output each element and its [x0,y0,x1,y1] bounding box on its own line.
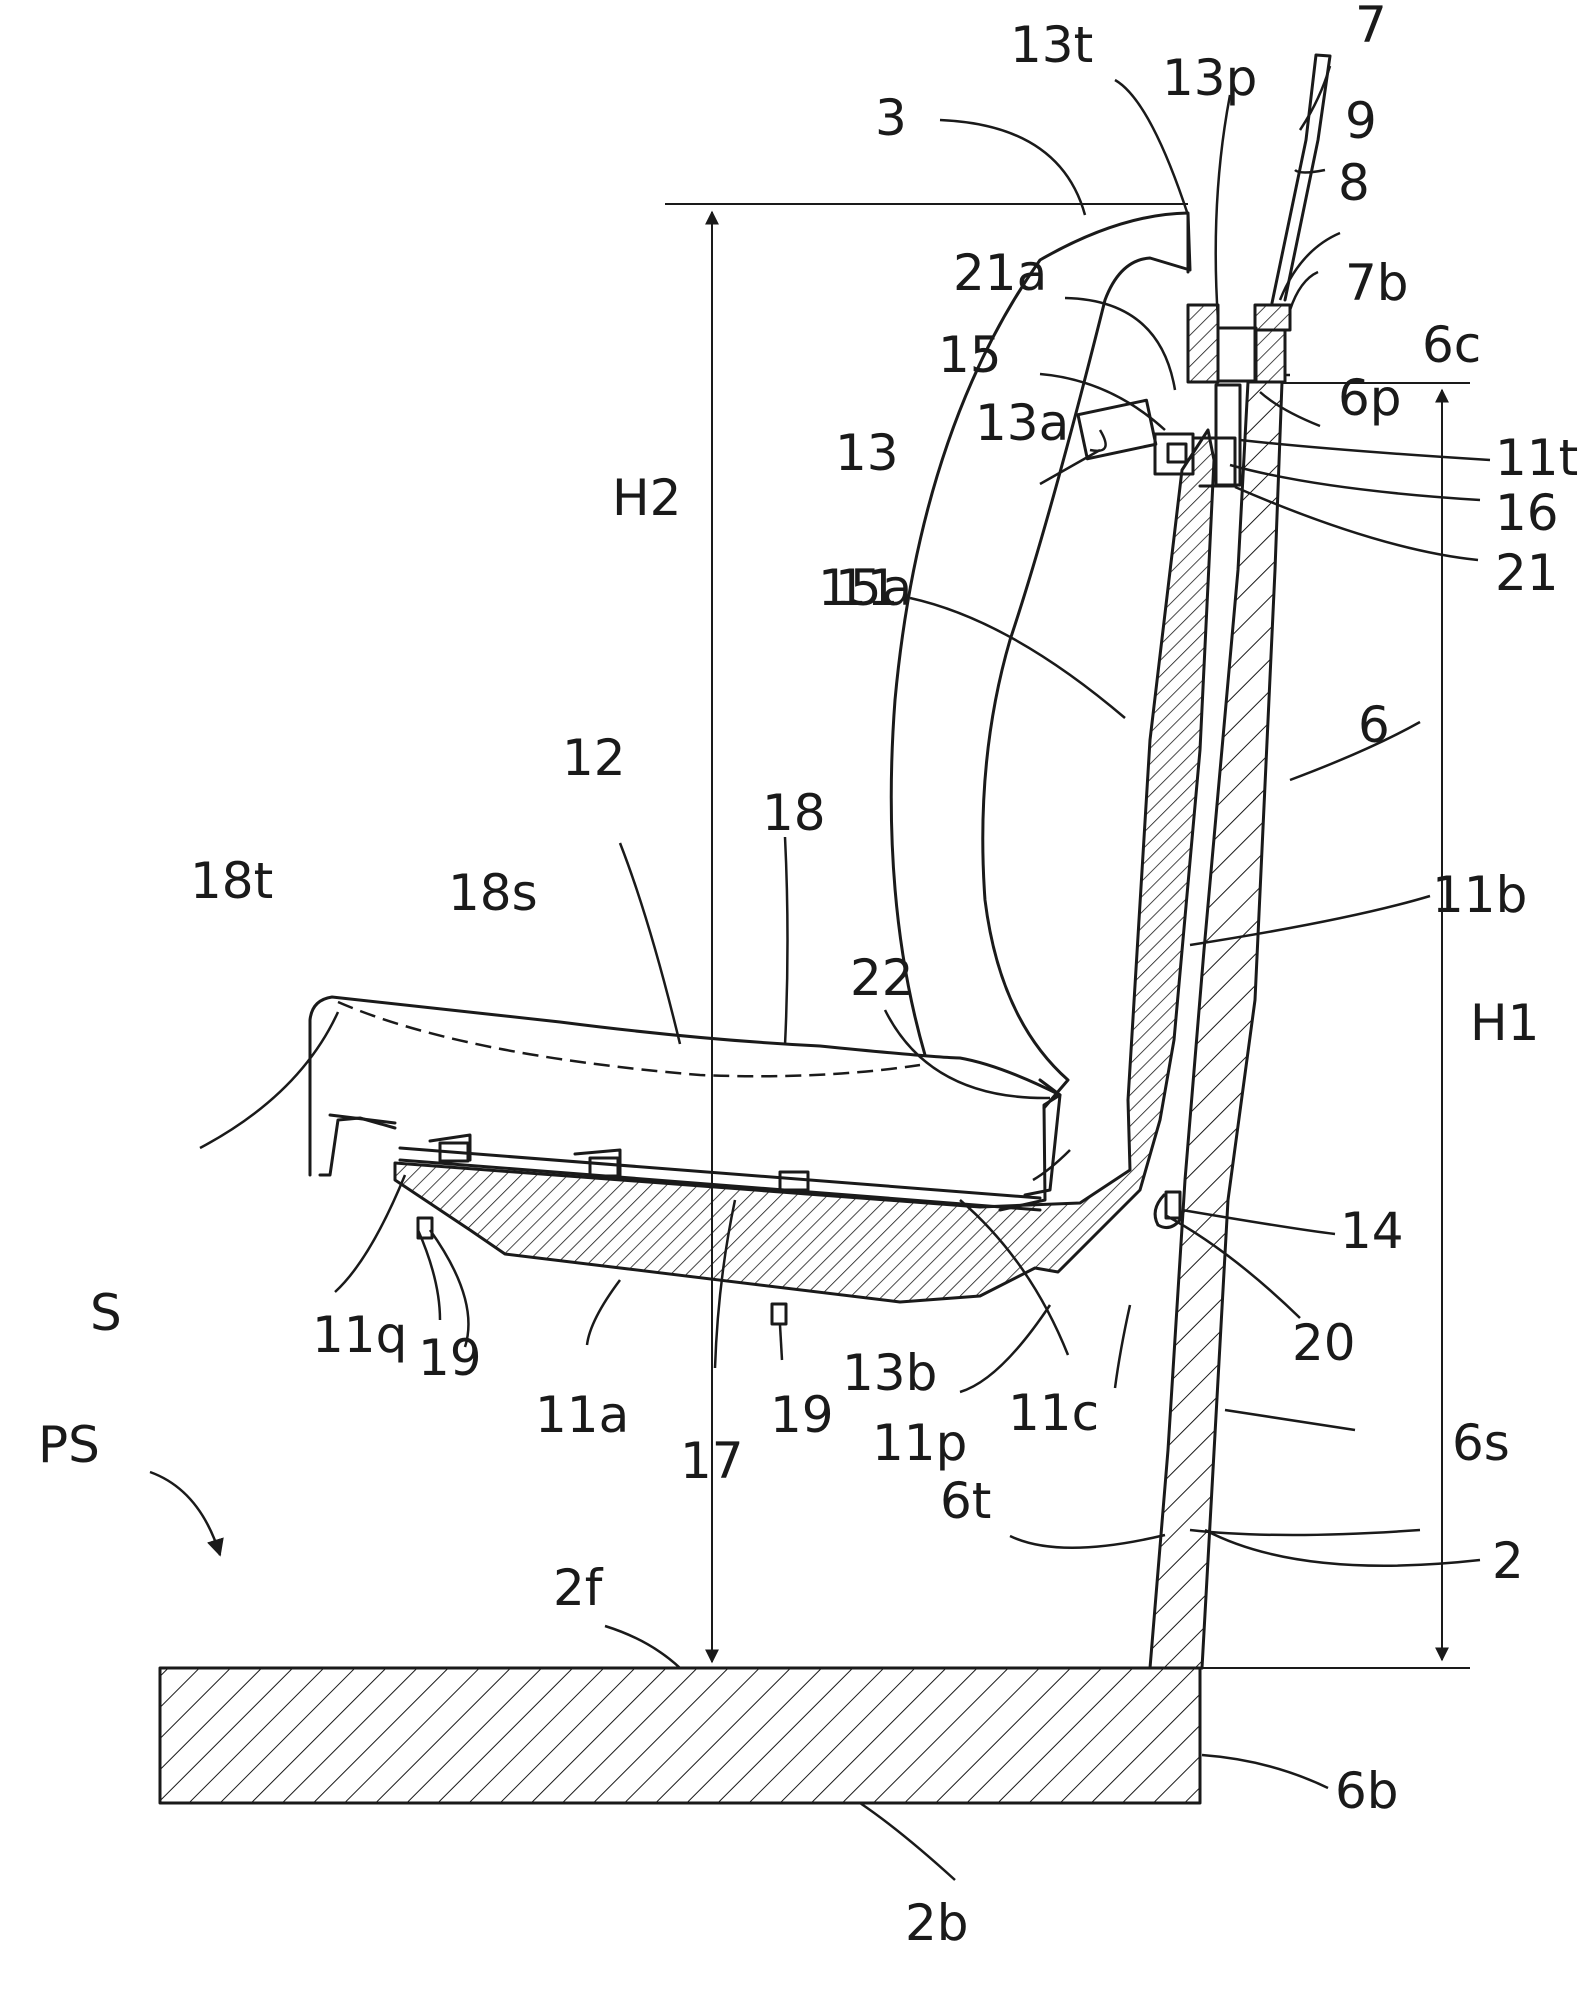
label-9: 9 [1345,92,1377,150]
label-21a: 21a [953,244,1047,302]
label-12: 12 [562,729,626,787]
label-H1: H1 [1470,994,1539,1052]
label-11: 11 [835,559,899,617]
label-8: 8 [1338,154,1370,212]
label-11q: 11q [312,1306,407,1364]
label-6b: 6b [1335,1762,1399,1820]
label-11a: 11a [535,1386,629,1444]
label-H2: H2 [612,469,681,527]
label-7b: 7b [1345,254,1409,312]
label-6p: 6p [1338,369,1402,427]
label-13b: 13b [842,1344,937,1402]
label-20: 20 [1292,1314,1356,1372]
ps-arrow [150,1472,220,1555]
label-11t: 11t [1495,429,1578,487]
label-19-left: 19 [418,1329,482,1387]
label-16: 16 [1495,484,1559,542]
label-11p: 11p [872,1414,967,1472]
label-22: 22 [850,949,914,1007]
label-PS: PS [38,1416,100,1474]
window-glass-7 [1255,55,1330,382]
label-21: 21 [1495,544,1559,602]
label-3: 3 [875,89,907,147]
label-18s: 18s [448,864,538,922]
label-13: 13 [835,424,899,482]
label-13a: 13a [975,394,1069,452]
label-11b: 11b [1432,866,1527,924]
label-2: 2 [1492,1532,1524,1590]
label-2f: 2f [553,1559,604,1617]
label-13t: 13t [1010,16,1093,74]
label-17: 17 [680,1432,744,1490]
leader-lines [200,66,1490,1880]
label-18: 18 [762,784,826,842]
label-18t: 18t [190,852,273,910]
label-15: 15 [938,326,1002,384]
labels: 7 9 8 7b 6c 6p 11t 16 21 13t 13p 3 21a 1… [38,0,1578,1952]
floor-body-2 [160,1668,1200,1803]
label-6t: 6t [940,1472,991,1530]
label-6c: 6c [1422,316,1481,374]
label-14: 14 [1340,1202,1404,1260]
label-11c: 11c [1008,1384,1099,1442]
label-S: S [90,1284,122,1342]
bolt-19-right [772,1304,786,1324]
label-6: 6 [1358,696,1390,754]
label-7: 7 [1355,0,1387,54]
label-13p: 13p [1162,49,1257,107]
label-2b: 2b [905,1894,969,1952]
label-19-right: 19 [770,1386,834,1444]
label-6s: 6s [1452,1414,1510,1472]
